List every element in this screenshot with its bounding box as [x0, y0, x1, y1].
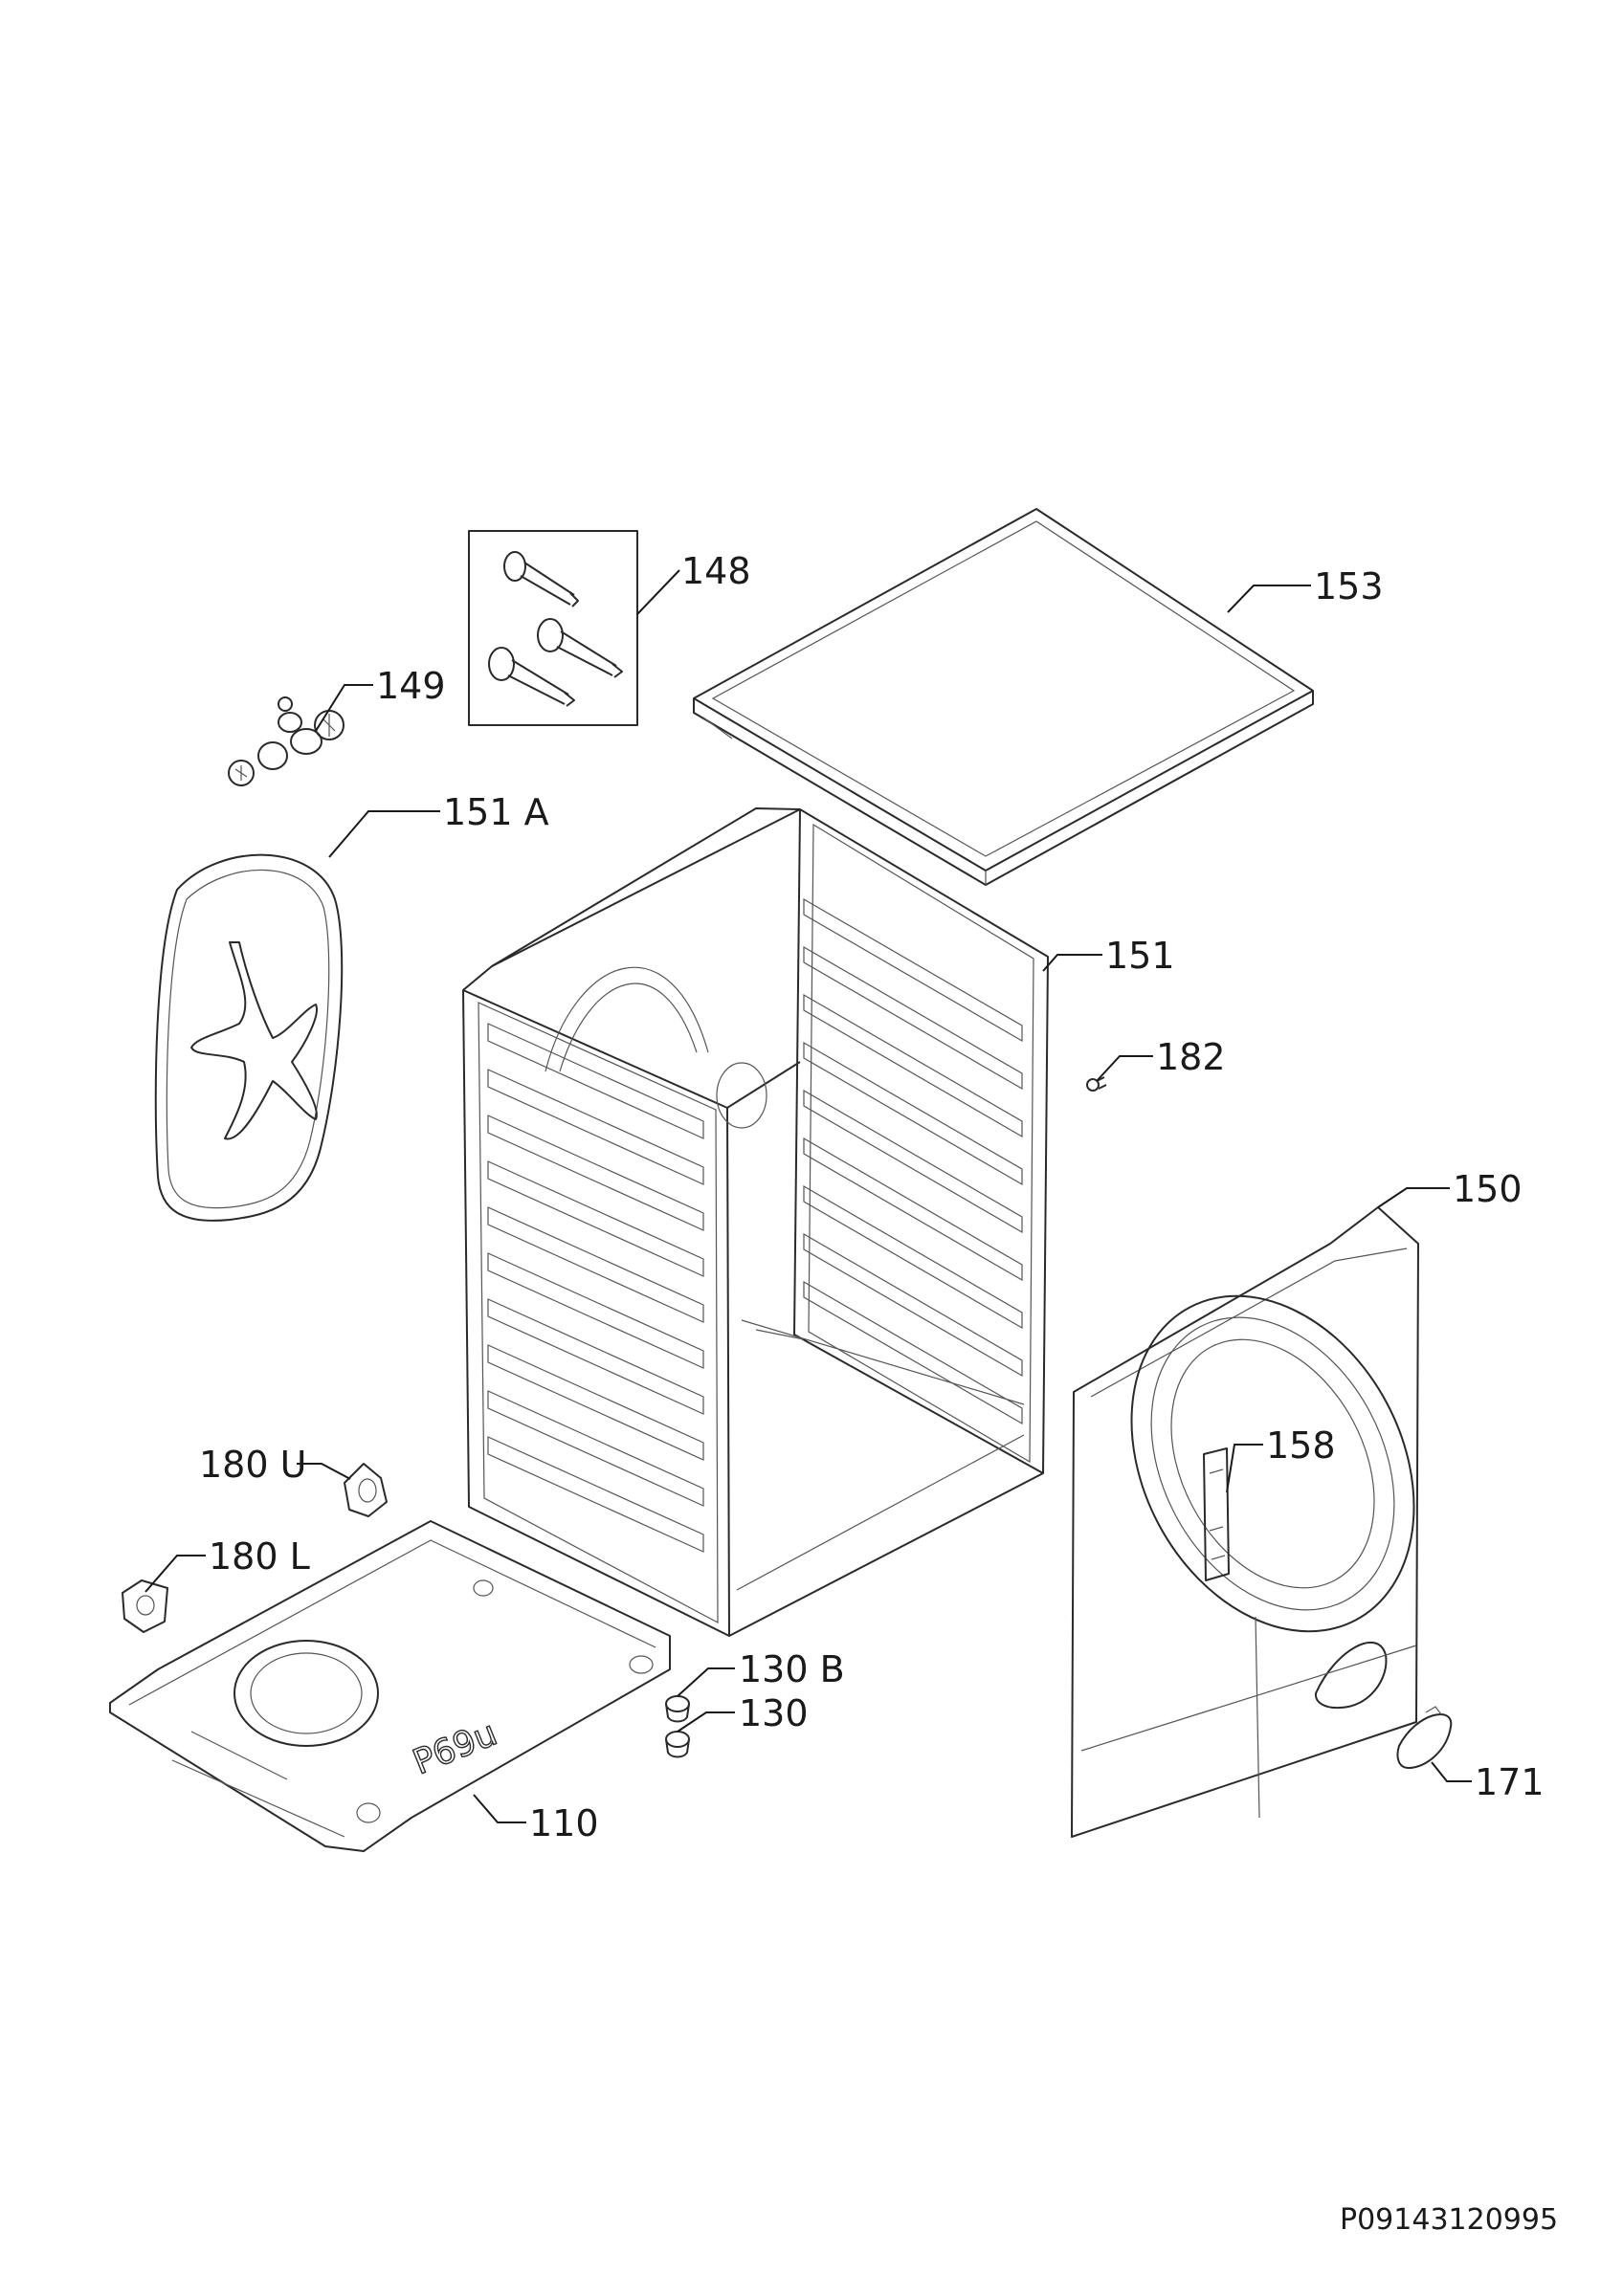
- part-182-screw: [1086, 1076, 1107, 1092]
- part-148-transport-bolts: [468, 530, 638, 726]
- callout-148: 148: [681, 550, 751, 592]
- callout-158: 158: [1266, 1424, 1336, 1467]
- document-code: P09143120995: [1340, 2203, 1558, 2237]
- base-marking-text: P69u: [408, 1713, 502, 1782]
- callout-171: 171: [1475, 1761, 1545, 1803]
- callout-151: 151: [1105, 935, 1175, 977]
- bolt-2: [537, 618, 623, 678]
- callout-182: 182: [1156, 1036, 1226, 1078]
- part-158-hinge: [1203, 1447, 1230, 1581]
- part-151a-side-panel: [154, 853, 344, 1222]
- part-151-cabinet: [462, 807, 1049, 1637]
- callout-149: 149: [376, 665, 446, 707]
- part-180l-clamp: [122, 1579, 168, 1633]
- callout-130: 130: [739, 1692, 809, 1734]
- bolt-1: [503, 551, 579, 607]
- callout-180l: 180 L: [209, 1535, 310, 1578]
- right-panel-ribs: [803, 897, 1023, 1425]
- callout-151a: 151 A: [443, 791, 549, 833]
- leader-lines: [145, 569, 1472, 1823]
- part-130-foot: [665, 1731, 690, 1758]
- part-149-plug-caps: [228, 696, 345, 786]
- bolt-3: [488, 647, 575, 707]
- callout-110: 110: [529, 1802, 599, 1844]
- part-150-front-panel: [1071, 1206, 1419, 1838]
- callout-153: 153: [1314, 565, 1384, 607]
- callout-150: 150: [1453, 1168, 1523, 1210]
- callout-130b: 130 B: [739, 1648, 845, 1690]
- callout-180u: 180 U: [199, 1444, 306, 1486]
- part-180u-clamp: [344, 1463, 388, 1517]
- callout-labels: 148 153 149 151 A 151 182 150 158 180 U …: [199, 550, 1545, 1844]
- part-130b-foot: [665, 1695, 690, 1723]
- part-171-flap: [1396, 1706, 1453, 1769]
- left-panel-ribs: [487, 1023, 704, 1553]
- part-153-top-cover: [693, 508, 1314, 886]
